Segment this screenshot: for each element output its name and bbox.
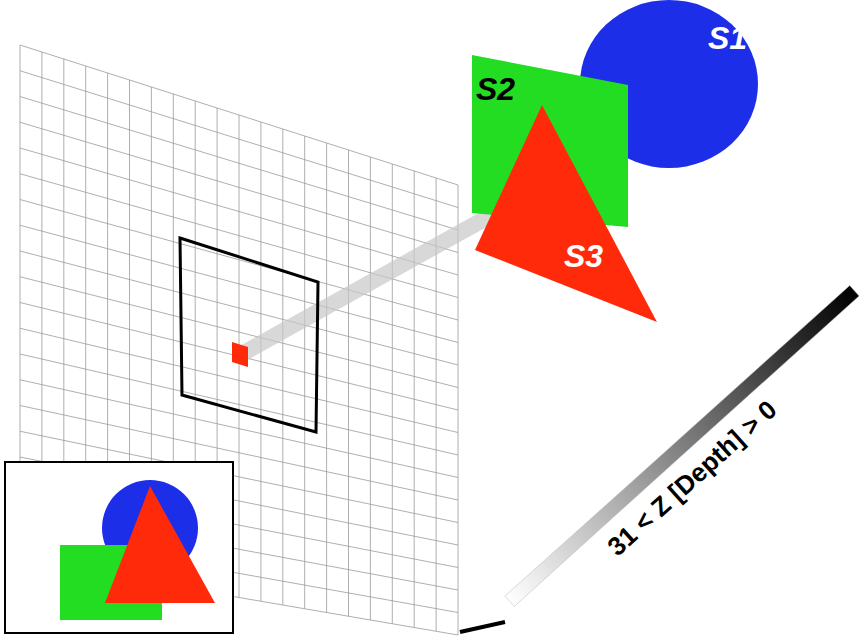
grid-line bbox=[414, 171, 415, 628]
depth-bar bbox=[505, 286, 859, 607]
shape-label: S1 bbox=[708, 22, 747, 54]
axis-tick bbox=[460, 622, 505, 632]
triangle-shape: S3 bbox=[472, 100, 662, 325]
pixel bbox=[232, 342, 248, 367]
inset bbox=[5, 462, 233, 633]
shape-outline bbox=[472, 100, 662, 325]
window-square bbox=[180, 238, 318, 432]
depth-axis-label: 31 < Z [Depth] > 0 bbox=[603, 396, 781, 560]
shape-label: S3 bbox=[564, 240, 603, 272]
grid-line bbox=[458, 185, 459, 635]
shape-label: S2 bbox=[476, 73, 515, 105]
image-plane-grid bbox=[20, 45, 458, 635]
